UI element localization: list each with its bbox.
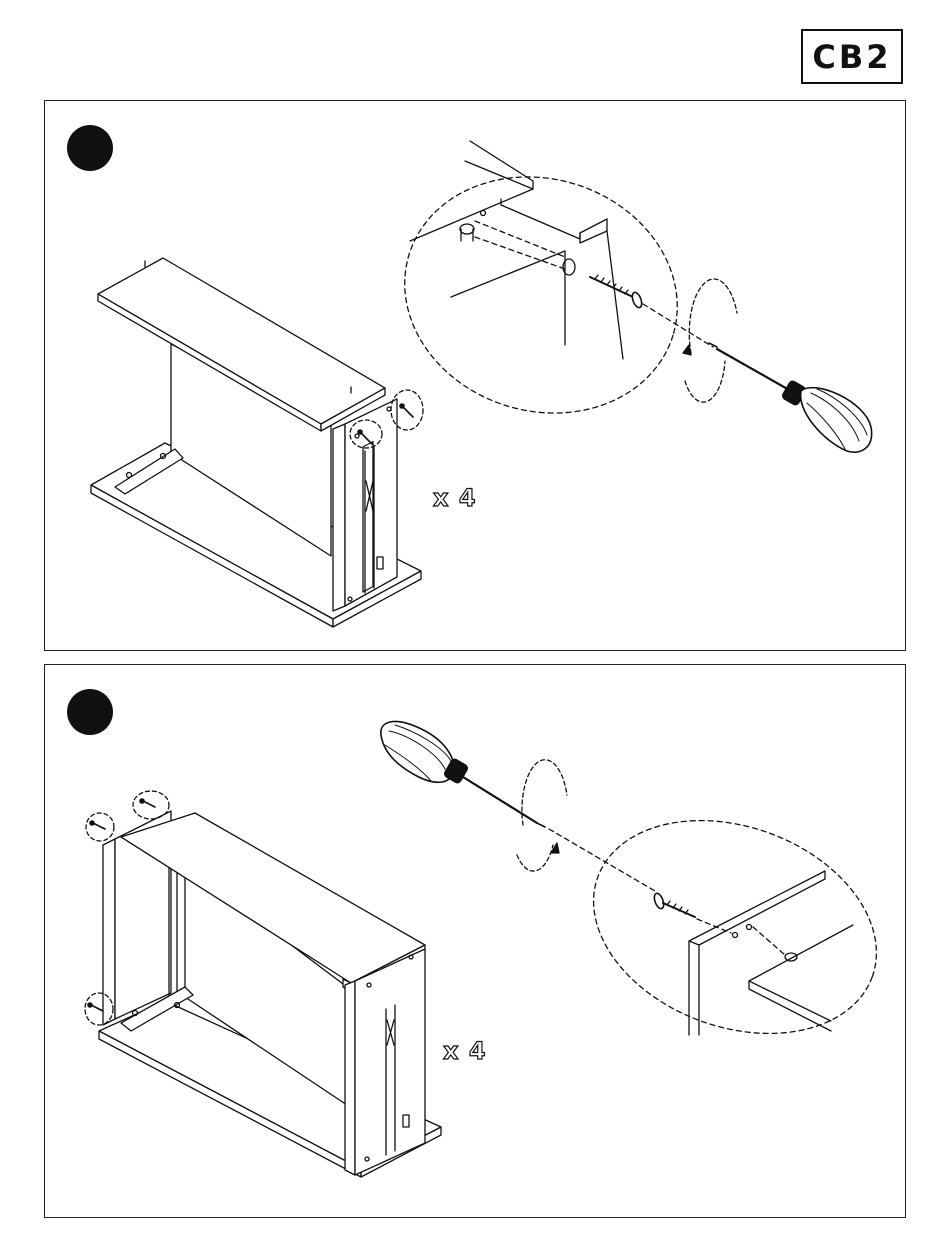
quantity-label: x 4 [443, 1037, 487, 1065]
screw-icon [653, 892, 695, 917]
right-side-panel [345, 949, 425, 1175]
step-1-panel: x 4 [44, 100, 906, 651]
step-2-panel: x 4 [44, 664, 906, 1218]
detail-callout [375, 141, 737, 446]
quantity-label: x 4 [433, 484, 477, 512]
cb2-logo: CB2 [801, 29, 903, 84]
screwdriver-icon [709, 343, 872, 452]
step-2-illustration [45, 665, 907, 1219]
step-1-illustration [45, 101, 907, 652]
detail-callout [564, 783, 907, 1071]
screwdriver-icon [381, 721, 545, 827]
side-panel [333, 399, 397, 611]
logo-text: CB2 [812, 38, 891, 76]
